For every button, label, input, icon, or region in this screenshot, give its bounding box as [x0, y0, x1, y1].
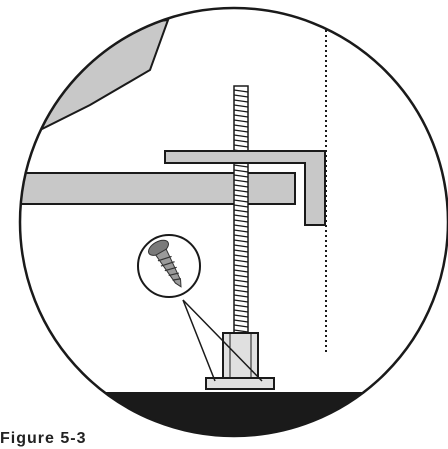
rod-thread: [233, 209, 249, 213]
rod-thread: [233, 214, 249, 218]
rod-thread: [233, 329, 249, 333]
rod-thread: [233, 129, 249, 133]
magnification-circle: [18, 6, 448, 438]
rod-thread: [233, 254, 249, 258]
rod-thread: [233, 244, 249, 248]
rod-thread: [233, 124, 249, 128]
rod-thread: [233, 134, 249, 138]
rod-thread: [233, 314, 249, 318]
rod-thread: [233, 184, 249, 188]
screw-icon: [148, 239, 182, 288]
rod-thread: [233, 114, 249, 118]
callout-lines: [182, 299, 263, 382]
angled-panel: [20, 18, 170, 152]
rod-thread: [233, 269, 249, 273]
rod-thread: [233, 324, 249, 328]
rod-thread: [233, 119, 249, 123]
l-bracket: [164, 150, 326, 226]
leveling-foot-body: [222, 332, 259, 381]
rod-thread: [233, 299, 249, 303]
rod-thread: [233, 229, 249, 233]
rod-thread: [233, 234, 249, 238]
rod-thread: [233, 204, 249, 208]
rod-thread: [233, 164, 249, 168]
threaded-rod-icon: [233, 85, 249, 335]
rod-thread: [233, 89, 249, 93]
shelf-board: [20, 172, 296, 205]
rod-thread: [233, 99, 249, 103]
rod-thread: [233, 109, 249, 113]
rod-thread: [233, 189, 249, 193]
screw-detail: [137, 234, 201, 298]
rod-thread: [233, 144, 249, 148]
rod-thread: [233, 304, 249, 308]
rod-thread: [233, 139, 249, 143]
rod-thread: [233, 289, 249, 293]
rod-thread: [233, 239, 249, 243]
leveling-foot-base: [205, 377, 275, 390]
rod-thread: [233, 309, 249, 313]
rod-thread: [233, 294, 249, 298]
rod-thread: [233, 249, 249, 253]
rod-thread: [233, 199, 249, 203]
figure-caption: Figure 5-3: [0, 430, 87, 447]
rod-thread: [233, 194, 249, 198]
rod-thread: [233, 274, 249, 278]
rod-thread: [233, 319, 249, 323]
rod-thread: [233, 224, 249, 228]
rod-thread: [233, 284, 249, 288]
rod-thread: [233, 219, 249, 223]
rod-thread: [233, 259, 249, 263]
rod-thread: [233, 94, 249, 98]
rod-thread: [233, 169, 249, 173]
rod-thread: [233, 179, 249, 183]
rod-thread: [233, 279, 249, 283]
rod-thread: [233, 174, 249, 178]
rod-thread: [233, 264, 249, 268]
rod-thread: [233, 104, 249, 108]
